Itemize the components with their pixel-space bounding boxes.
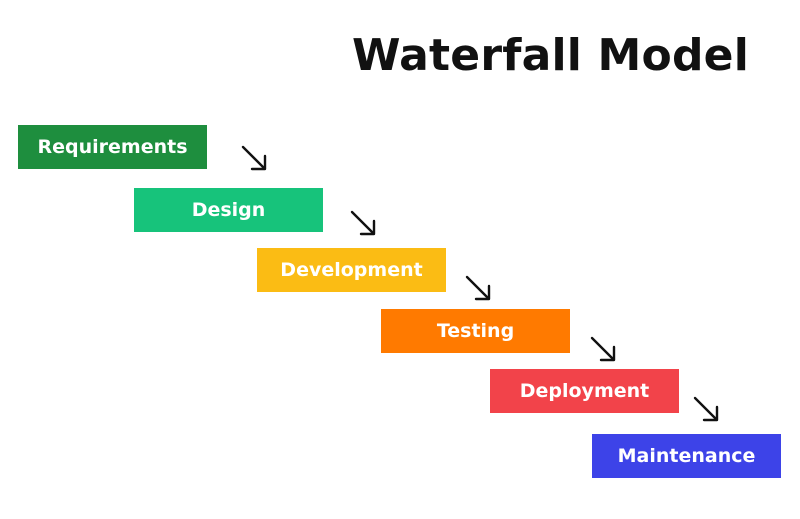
stage-development: Development (257, 248, 446, 292)
diagram-title: Waterfall Model (352, 30, 749, 81)
stage-design: Design (134, 188, 323, 232)
arrow-down-right-icon (349, 209, 379, 239)
stage-maintenance: Maintenance (592, 434, 781, 478)
stage-deployment: Deployment (490, 369, 679, 413)
arrow-down-right-icon (464, 274, 494, 304)
stage-testing: Testing (381, 309, 570, 353)
arrow-down-right-icon (692, 395, 722, 425)
stage-requirements: Requirements (18, 125, 207, 169)
arrow-down-right-icon (240, 144, 270, 174)
arrow-down-right-icon (589, 335, 619, 365)
